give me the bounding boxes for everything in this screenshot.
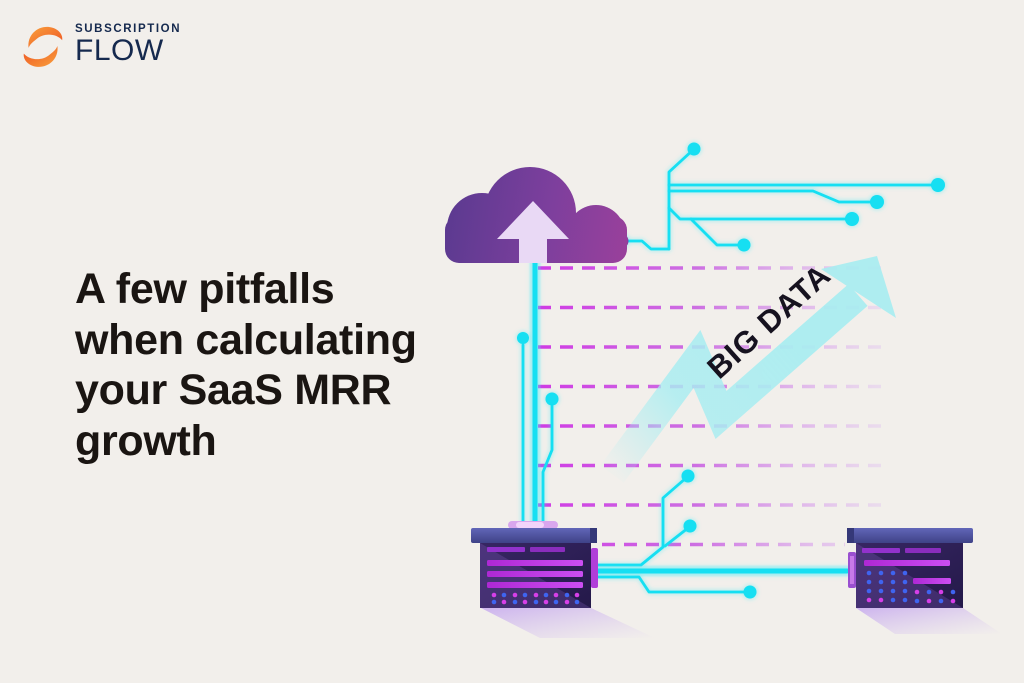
page-title-line: your SaaS MRR	[75, 366, 392, 415]
upload-cloud-icon	[445, 167, 627, 263]
page-title-line: growth	[75, 417, 217, 466]
status-led-dots	[491, 592, 580, 605]
growth-arrow-icon	[600, 256, 896, 483]
brand-name: SUBSCRIPTION FLOW	[75, 22, 182, 68]
page-title-line: when calculating	[75, 315, 417, 364]
page-title-line: A few pitfalls	[75, 265, 335, 313]
server-icon-right	[847, 528, 1002, 634]
server-icon-left	[471, 521, 655, 638]
page-title: A few pitfalls when calculating your Saa…	[75, 264, 475, 467]
status-led-dots	[866, 570, 956, 604]
brand-name-top: SUBSCRIPTION	[75, 22, 182, 35]
brand-logo: SUBSCRIPTION FLOW	[20, 22, 181, 68]
subscriptionflow-swirl-icon	[23, 26, 63, 67]
upload-arrow-icon	[497, 201, 569, 263]
brand-name-bottom: FLOW	[75, 34, 164, 68]
